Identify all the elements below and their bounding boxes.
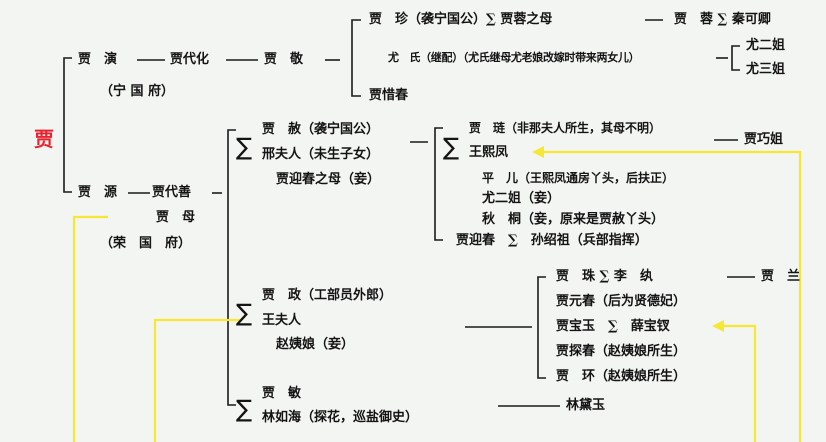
root-surname: 贾 bbox=[34, 127, 54, 151]
rongguo-house: （荣 国 府） bbox=[100, 236, 192, 251]
spouse-symbol-min: ∑ bbox=[236, 395, 253, 423]
qiu-tong: 秋 桐（妾，原来是贾赦丫头） bbox=[482, 212, 665, 227]
zhao-yiniang: 赵姨娘（妾） bbox=[276, 337, 355, 352]
jia-min: 贾 敏 bbox=[262, 386, 302, 401]
ping-er: 平 儿（王熙凤通房丫头，后扶正） bbox=[482, 171, 675, 185]
jia-jing: 贾 敬 bbox=[264, 52, 304, 67]
jia-mu: 贾 母 bbox=[156, 210, 196, 225]
spouse-symbol-zheng: ∑ bbox=[236, 299, 253, 327]
xing-furen: 邢夫人（未生子女） bbox=[262, 147, 380, 162]
jia-rong: 贾 蓉 ∑ 秦可卿 bbox=[674, 12, 771, 27]
spouse-symbol-lian: ∑ bbox=[443, 133, 460, 161]
you-sanjie: 尤三姐 bbox=[746, 62, 786, 77]
jia-zhu: 贾 珠 ∑ 李 纨 bbox=[556, 269, 653, 284]
jia-yingchun: 贾迎春 ∑ 孙绍祖（兵部指挥） bbox=[456, 233, 648, 248]
jia-daihua: 贾代化 bbox=[170, 52, 210, 67]
jia-zheng: 贾 政（工部员外郎） bbox=[262, 288, 393, 303]
you-shi: 尤 氏（继配）（尤氏继母尤老娘改嫁时带来两女儿） bbox=[388, 51, 640, 64]
wang-xifeng: 王熙凤 bbox=[469, 145, 509, 160]
jia-zhen: 贾 珍（袭宁国公）∑ 贾蓉之母 bbox=[369, 12, 553, 27]
you-erjie: 尤二姐 bbox=[746, 38, 786, 53]
jia-huan: 贾 环（赵姨娘所生） bbox=[556, 369, 687, 384]
jia-baoyu: 贾宝玉 ∑ 薛宝钗 bbox=[556, 319, 670, 334]
wang-furen: 王夫人 bbox=[262, 313, 302, 328]
ningguo-house: （宁 国 府） bbox=[100, 84, 175, 99]
lin-daiyu: 林黛玉 bbox=[566, 398, 606, 413]
jia-yuanchun: 贾元春（后为贤德妃） bbox=[556, 294, 687, 309]
jia-xichun: 贾惜春 bbox=[369, 88, 409, 103]
jia-tanchun: 贾探春（赵姨娘所生） bbox=[556, 344, 687, 359]
jia-yan: 贾 演 bbox=[78, 52, 118, 67]
jia-yuan: 贾 源 bbox=[78, 185, 118, 200]
lin-ruhai: 林如海（探花，巡盐御史） bbox=[262, 410, 419, 425]
jia-daishan: 贾代善 bbox=[152, 185, 192, 200]
spouse-symbol-she: ∑ bbox=[236, 133, 253, 161]
you-erjie-concubine: 尤二姐（妾） bbox=[482, 191, 561, 206]
yingchun-mother: 贾迎春之母（妾） bbox=[276, 172, 381, 187]
jia-lian: 贾 琏（非那夫人所生，其母不明） bbox=[469, 121, 662, 135]
jia-lan: 贾 兰 bbox=[761, 269, 801, 284]
jia-qiaojie: 贾巧姐 bbox=[744, 132, 784, 147]
jia-she: 贾 赦（袭宁国公） bbox=[262, 122, 380, 137]
